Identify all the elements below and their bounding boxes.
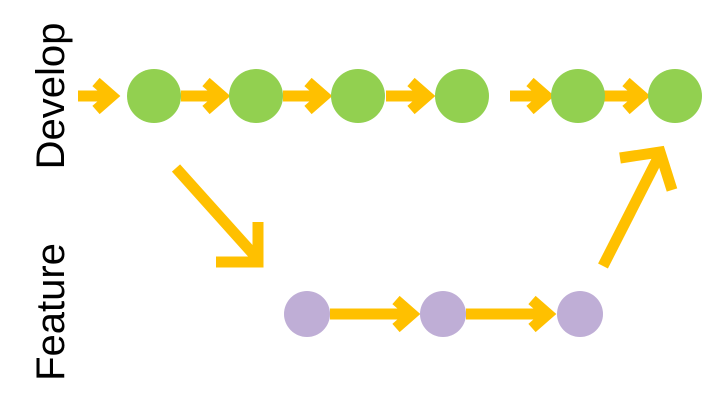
develop-commit xyxy=(127,69,181,123)
feature-lane-label: Feature xyxy=(29,243,73,381)
develop-commit xyxy=(648,69,702,123)
develop-commit xyxy=(229,69,283,123)
feature-commit xyxy=(420,291,466,337)
develop-arrow-2 xyxy=(283,77,333,115)
develop-arrow-3 xyxy=(386,77,436,115)
feature-arrow-1 xyxy=(330,295,421,333)
feature-commit xyxy=(284,291,330,337)
feature-arrow-2 xyxy=(466,295,557,333)
develop-lane-label: Develop xyxy=(29,23,73,170)
develop-arrow-1 xyxy=(181,77,231,115)
branch-arrows xyxy=(171,145,678,269)
merge-back-arrow xyxy=(598,145,678,269)
develop-entry-arrow xyxy=(78,77,121,115)
develop-commit xyxy=(435,69,489,123)
branch-off-arrow xyxy=(171,164,264,268)
develop-commit xyxy=(331,69,385,123)
develop-arrow-4 xyxy=(510,77,555,115)
develop-commits xyxy=(127,69,702,123)
feature-arrows xyxy=(330,295,557,333)
develop-commit xyxy=(551,69,605,123)
develop-arrows xyxy=(78,77,651,115)
feature-commit xyxy=(557,291,603,337)
develop-arrow-5 xyxy=(604,77,651,115)
feature-commits xyxy=(284,291,603,337)
